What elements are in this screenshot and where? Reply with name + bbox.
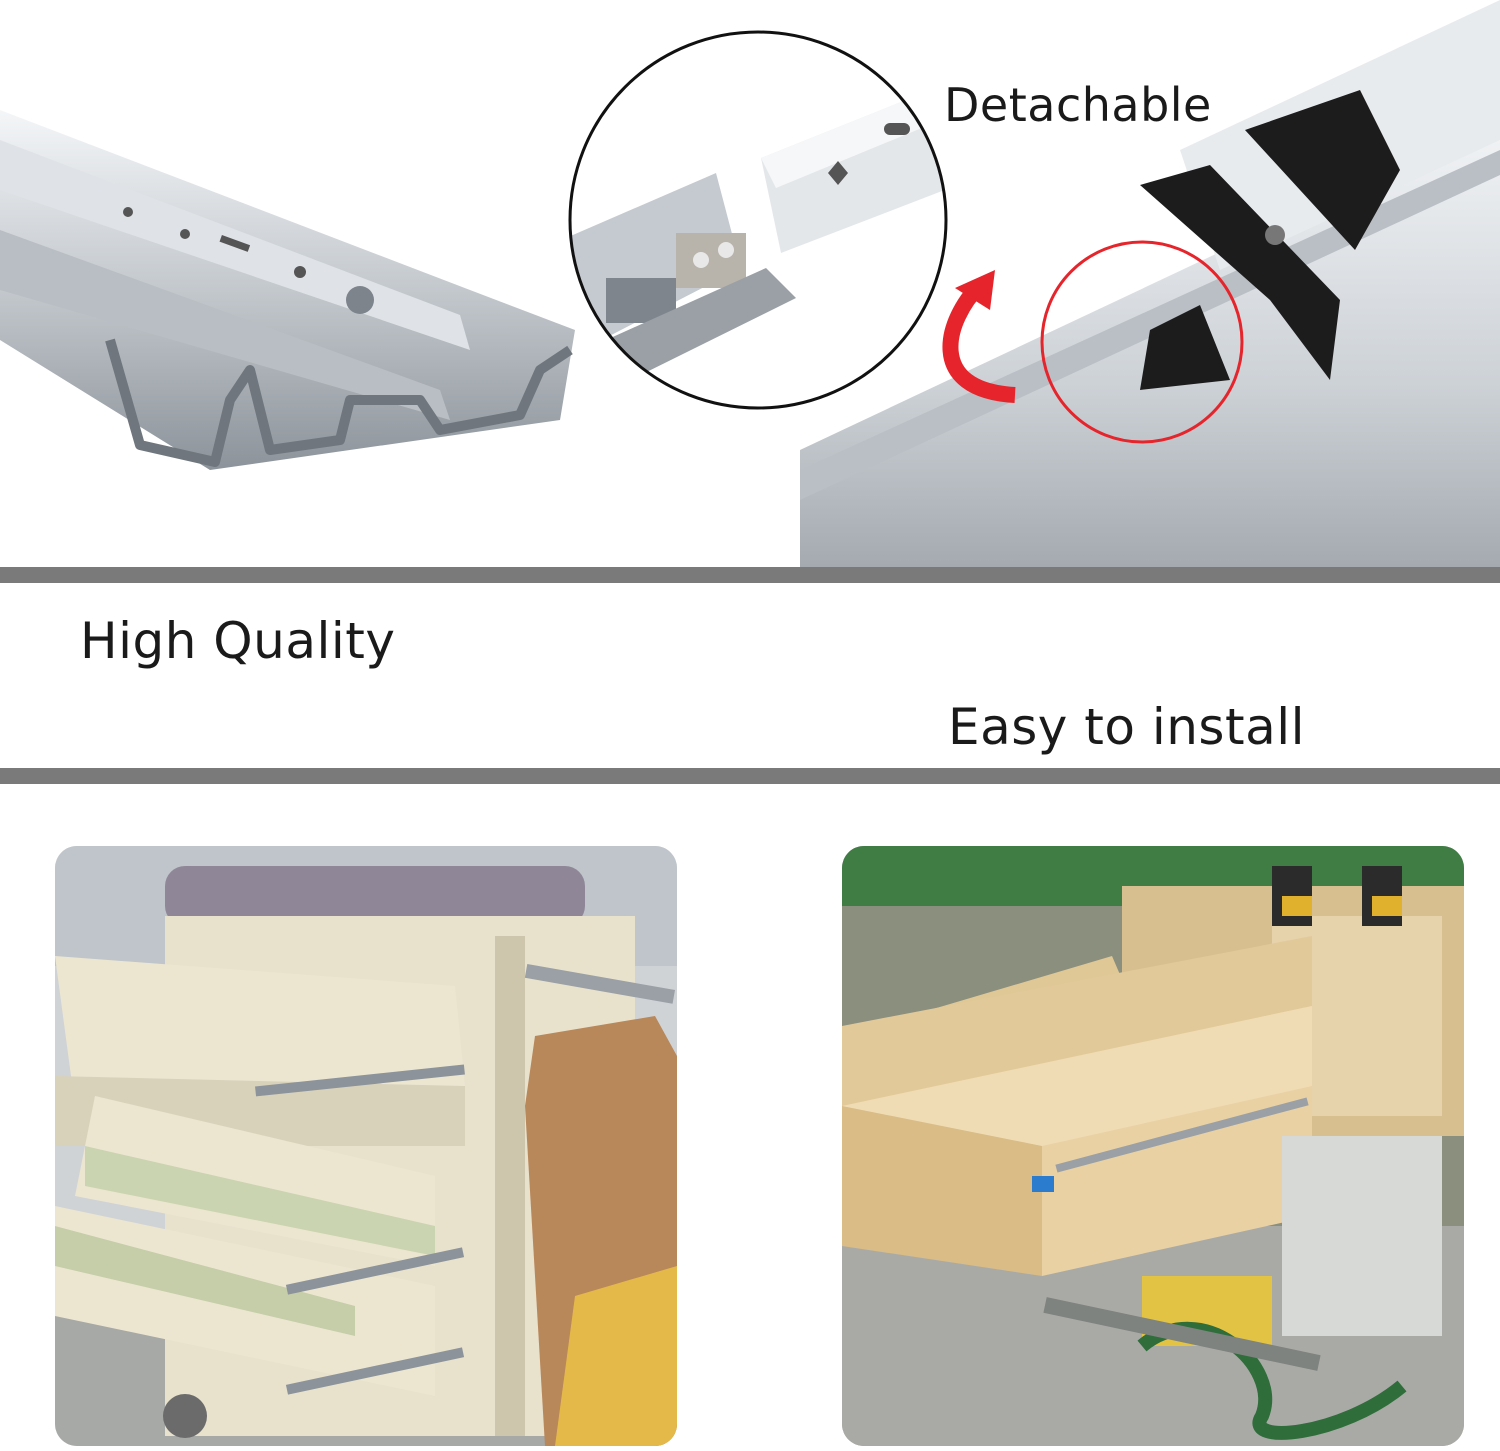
detachable-detail-circle bbox=[568, 30, 948, 410]
workshop-drawer-photo bbox=[842, 846, 1464, 1446]
detachable-label: Detachable bbox=[944, 78, 1212, 132]
rail-cross-section-photo bbox=[0, 110, 575, 470]
high-quality-label: High Quality bbox=[80, 612, 396, 670]
divider-band-top bbox=[0, 567, 1500, 583]
rail-lever-photo bbox=[800, 0, 1500, 567]
divider-band-middle bbox=[0, 768, 1500, 784]
cart-drawers-photo bbox=[55, 846, 677, 1446]
easy-install-label: Easy to install bbox=[948, 698, 1306, 756]
